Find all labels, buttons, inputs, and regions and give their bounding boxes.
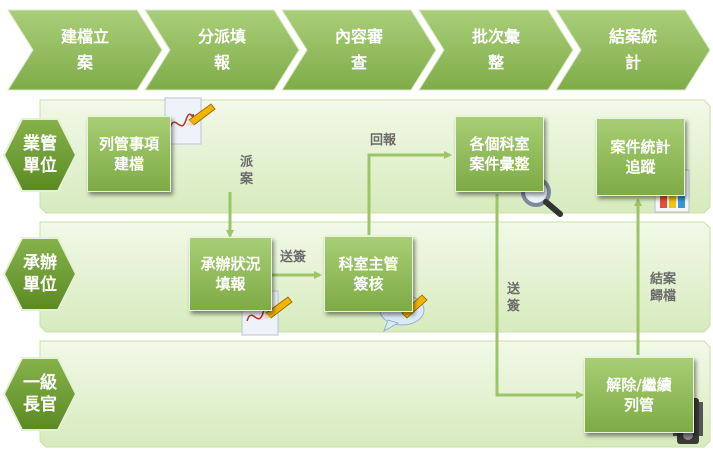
lane-hexagon-2: [2, 237, 78, 311]
edge-label-send-sign: 送簽: [280, 250, 307, 265]
stage-chevron-4: [418, 9, 574, 91]
edge-label-dispatch: 派 案: [240, 155, 254, 187]
node-collect-cases: 各個科室 案件彙整: [455, 116, 544, 192]
connector-send-sign-vertical: [495, 194, 584, 399]
edge-label-reply: 回報: [370, 133, 397, 148]
edge-label-close-archive: 結案 歸檔: [650, 272, 677, 304]
node-create-case: 列管事項 建檔: [87, 116, 171, 192]
stage-chevron-5: [555, 9, 711, 91]
lane-hexagon-1: [2, 118, 78, 192]
lane-hexagon-3: [2, 357, 78, 431]
lane-band-3: [39, 340, 711, 448]
node-section-sign: 科室主管 簽核: [324, 236, 413, 312]
node-release: 解除/繼續 列管: [584, 357, 694, 433]
connectors: [226, 151, 642, 399]
lane-label: 承辦 單位: [23, 253, 57, 295]
stage-label: 建檔立 案: [60, 27, 109, 72]
pencil-paper-icon: [164, 97, 216, 145]
lane-label: 一級 長官: [23, 373, 57, 415]
lane-label: 業管 單位: [23, 134, 57, 176]
stage-chevron-3: [281, 9, 437, 91]
stage-label: 結案統 計: [608, 27, 657, 72]
node-track-stats: 案件統計 追蹤: [596, 118, 685, 196]
stage-label: 分派填 報: [197, 27, 246, 72]
lane-hexagons: [2, 118, 78, 431]
stage-label: 批次彙 整: [471, 27, 520, 72]
stage-chevrons: [7, 9, 711, 91]
connector-reply: [367, 151, 452, 235]
edge-label-send-sign-vertical: 送 簽: [507, 282, 521, 314]
stage-chevron-2: [144, 9, 300, 91]
stage-chevron-1: [7, 9, 163, 91]
node-fill-status: 承辦狀況 填報: [189, 237, 272, 311]
stage-label: 內容審 查: [334, 27, 383, 72]
